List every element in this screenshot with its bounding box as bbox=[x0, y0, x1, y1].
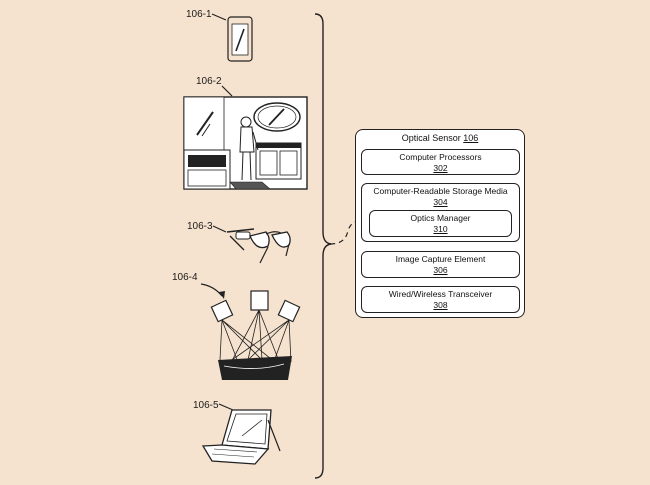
label-106-5: 106-5 bbox=[193, 400, 219, 411]
label-106-4: 106-4 bbox=[172, 272, 198, 283]
dashed-connector bbox=[329, 221, 356, 245]
component-ref: 302 bbox=[433, 163, 448, 173]
leader-106-1 bbox=[211, 13, 227, 21]
leader-106-2 bbox=[221, 85, 233, 97]
arrow-head-icon bbox=[219, 291, 225, 299]
arrow-106-4 bbox=[200, 283, 223, 297]
component-label: Image Capture Element bbox=[395, 254, 486, 264]
label-106-3: 106-3 bbox=[187, 221, 213, 232]
smart-mirror-bathroom-icon bbox=[183, 96, 308, 190]
grouping-brace bbox=[314, 13, 332, 479]
component-ref: 306 bbox=[433, 265, 448, 275]
component-ref: 310 bbox=[433, 224, 448, 234]
component-ref: 308 bbox=[433, 300, 448, 310]
leader-106-5 bbox=[218, 403, 234, 411]
label-106-1: 106-1 bbox=[186, 9, 212, 20]
component-storage-media: Computer-Readable Storage Media 304 Opti… bbox=[361, 183, 520, 242]
panel-title: Optical Sensor 106 bbox=[356, 133, 524, 143]
leader-106-3 bbox=[212, 225, 227, 233]
component-image-capture-element: Image Capture Element 306 bbox=[361, 251, 520, 278]
component-label: Wired/Wireless Transceiver bbox=[388, 289, 493, 299]
panel-title-ref: 106 bbox=[463, 133, 479, 143]
label-106-2: 106-2 bbox=[196, 76, 222, 87]
component-computer-processors: Computer Processors 302 bbox=[361, 149, 520, 175]
smart-glasses-icon bbox=[226, 228, 291, 264]
camera-array-icon bbox=[210, 290, 301, 380]
component-label: Computer Processors bbox=[399, 152, 482, 162]
laptop-icon bbox=[201, 409, 281, 465]
panel-title-text: Optical Sensor bbox=[401, 133, 461, 143]
smartphone-icon bbox=[227, 16, 253, 62]
component-label: Optics Manager bbox=[410, 213, 471, 223]
component-optics-manager: Optics Manager 310 bbox=[369, 210, 512, 237]
component-transceiver: Wired/Wireless Transceiver 308 bbox=[361, 286, 520, 313]
component-label: Computer-Readable Storage Media bbox=[373, 186, 508, 196]
optical-sensor-panel: Optical Sensor 106 Computer Processors 3… bbox=[355, 129, 525, 318]
component-ref: 304 bbox=[433, 197, 448, 207]
